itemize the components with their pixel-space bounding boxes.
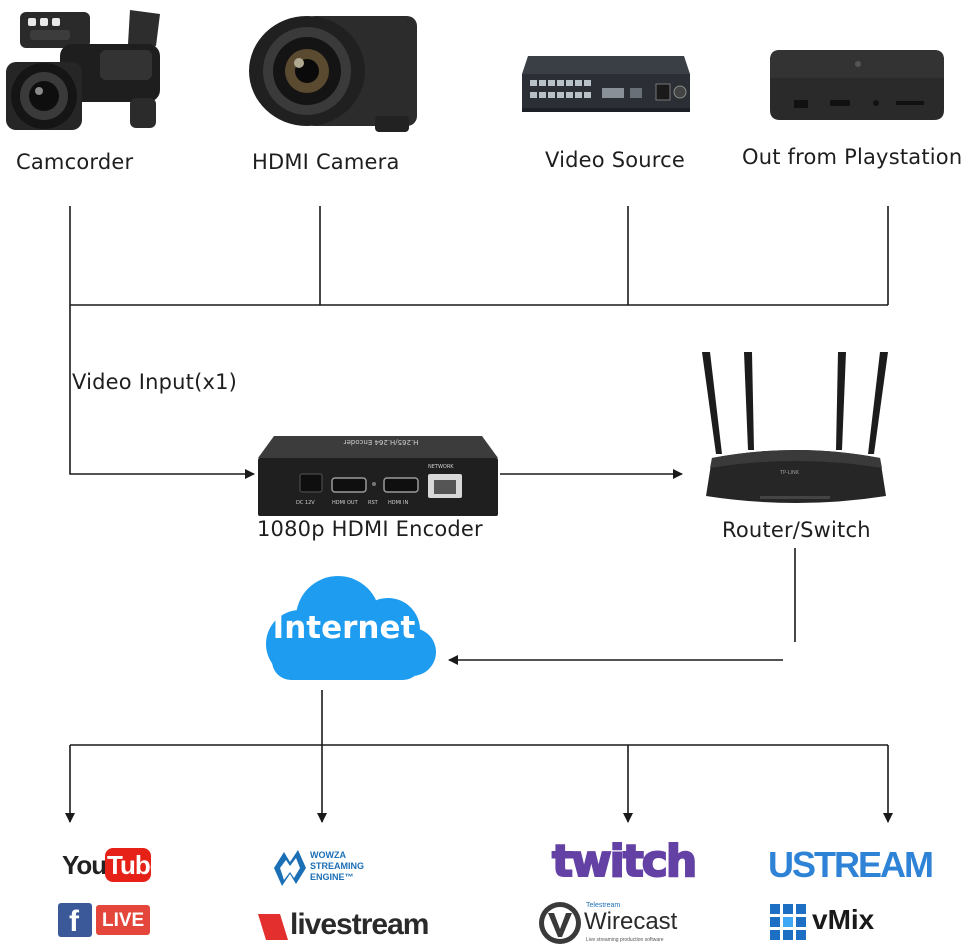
router-antenna: [836, 352, 846, 450]
port-network-label: NETWORK: [428, 464, 454, 470]
livestream-text: livestream: [290, 908, 429, 941]
encoder-body: [258, 436, 498, 516]
twitch-logo: twitch: [551, 835, 698, 890]
wowza-line-3: ENGINE™: [310, 872, 354, 882]
twitch-text: twitch: [551, 835, 698, 888]
hdmi-camera-label: HDMI Camera: [252, 150, 400, 174]
router-antenna: [868, 352, 888, 454]
youtube-red-badge: [105, 848, 151, 882]
facebook-badge: [58, 903, 92, 937]
playstation-box-icon: [770, 50, 944, 120]
youtube-logo: You Tube: [62, 848, 164, 884]
hdmi-encoder-device: H.265/H.264 Encoder DC 12V HDMI OUT RST …: [256, 434, 499, 518]
wowza-logo: WOWZA STREAMING ENGINE™: [270, 846, 380, 890]
video-input-label: Video Input(x1): [72, 370, 238, 394]
input-to-encoder-arrow: [69, 305, 255, 479]
livestream-icon: [258, 914, 288, 940]
router-device: TP-LINK: [700, 350, 890, 512]
wirecast-subtitle: Live streaming production software: [586, 937, 664, 943]
router-icon: [702, 352, 888, 503]
live-text: LIVE: [102, 910, 145, 931]
camcorder-label: Camcorder: [16, 150, 134, 174]
live-badge: [96, 905, 150, 935]
wirecast-logo: Telestream Wirecast Live streaming produ…: [538, 900, 678, 946]
youtube-text-you: You: [62, 850, 107, 880]
port-dc-label: DC 12V: [296, 500, 315, 506]
hdmi-camera-icon: [249, 16, 417, 132]
vmix-logo: vMix: [770, 902, 880, 942]
vmix-grid-icon: [770, 904, 806, 940]
wowza-line-1: WOWZA: [310, 850, 346, 860]
router-antenna: [744, 352, 754, 450]
video-source-icon: [522, 56, 690, 112]
router-label: Router/Switch: [722, 518, 871, 542]
facebook-icon: f: [69, 905, 79, 938]
facebook-live-logo: f LIVE: [58, 903, 152, 939]
livestream-logo: livestream: [256, 908, 436, 946]
port-hdmi-in-label: HDMI IN: [388, 500, 409, 506]
telestream-text: Telestream: [586, 902, 621, 909]
wowza-icon: [274, 850, 306, 886]
wirecast-text: Wirecast: [584, 908, 678, 935]
internet-cloud: Internet: [252, 572, 436, 682]
internet-label: Internet: [272, 610, 416, 646]
wirecast-icon: [539, 902, 581, 944]
router-antenna: [702, 352, 722, 454]
port-rst-label: RST: [368, 500, 378, 506]
youtube-text-tube: Tube: [107, 850, 164, 880]
router-brand: TP-LINK: [780, 470, 800, 476]
port-hdmi-out-label: HDMI OUT: [332, 500, 358, 506]
vmix-text: vMix: [812, 904, 875, 935]
video-source-label: Video Source: [545, 148, 686, 172]
ustream-logo: USTREAM: [768, 844, 946, 886]
encoder-top-text: H.265/H.264 Encoder: [343, 438, 419, 446]
ustream-text: USTREAM: [768, 844, 934, 885]
camcorder-icon: [6, 10, 160, 130]
encoder-label: 1080p HDMI Encoder: [257, 517, 483, 541]
playstation-label: Out from Playstation: [742, 145, 963, 169]
cloud-icon: [266, 576, 436, 680]
wowza-line-2: STREAMING: [310, 861, 364, 871]
